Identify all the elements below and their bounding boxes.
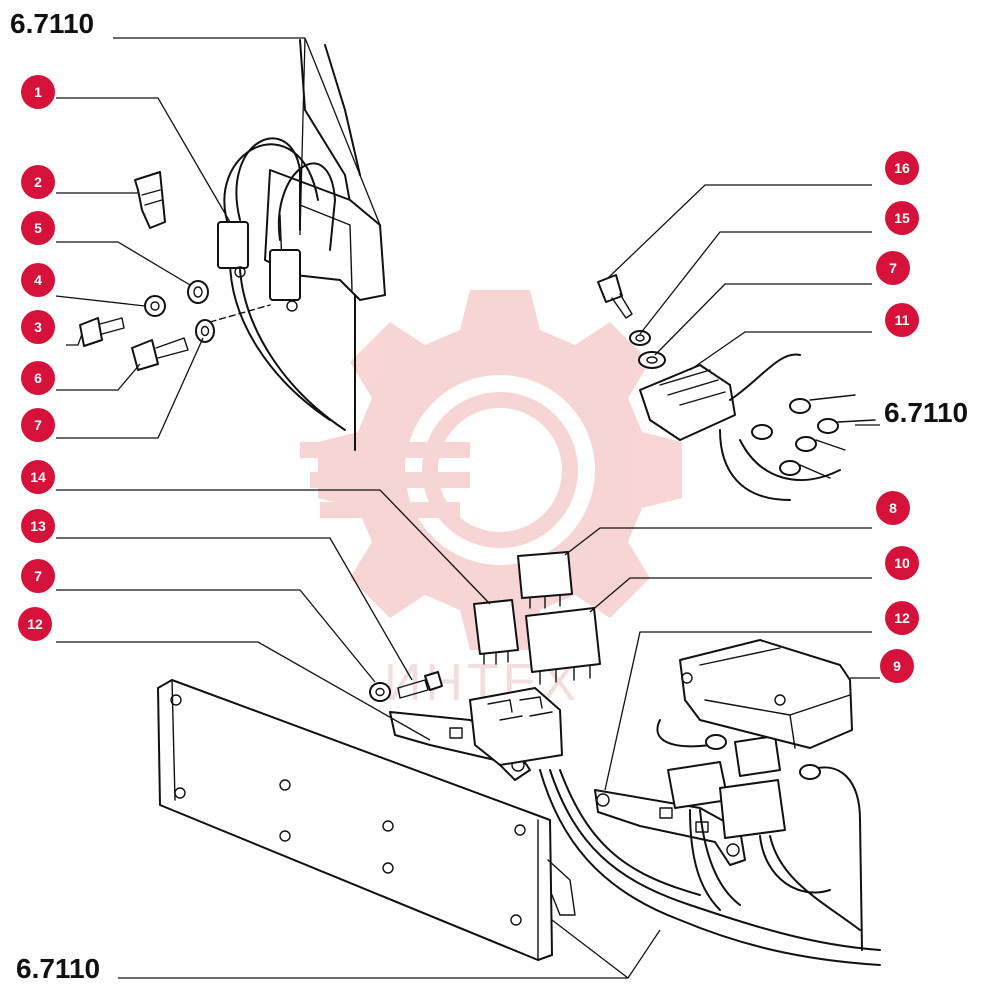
- callout-number: 6: [34, 370, 42, 386]
- callout-number: 11: [895, 312, 910, 328]
- callout-13: 13: [21, 509, 55, 543]
- callout-7c: 7: [876, 251, 910, 285]
- callout-7b: 7: [21, 559, 55, 593]
- callout-number: 1: [34, 84, 42, 100]
- callout-number: 12: [894, 610, 910, 626]
- relays: [369, 551, 601, 702]
- callout-15: 15: [885, 201, 919, 235]
- base-plate-assembly: [157, 639, 881, 966]
- callout-2: 2: [21, 165, 55, 199]
- top-bracket-assembly: [209, 39, 386, 451]
- right-connector-assembly: [597, 274, 876, 501]
- callout-number: 4: [34, 272, 42, 288]
- callout-number: 7: [34, 568, 42, 584]
- callout-badges: 1 2 5 4 3 6 7 14 13 7 12 16 15 7 11 8 10…: [18, 75, 919, 683]
- callout-9: 9: [880, 649, 914, 683]
- callout-14: 14: [21, 460, 55, 494]
- callout-number: 7: [889, 260, 897, 276]
- callout-number: 15: [894, 210, 910, 226]
- callout-7a: 7: [21, 408, 55, 442]
- callout-number: 8: [889, 500, 897, 516]
- callout-11: 11: [885, 303, 919, 337]
- left-hardware: [79, 171, 215, 371]
- ref-label-right: 6.7110: [884, 397, 968, 428]
- callout-number: 5: [34, 220, 42, 236]
- callout-number: 10: [894, 555, 910, 571]
- callout-12b: 12: [885, 601, 919, 635]
- ref-label-bottom-left: 6.7110: [16, 953, 100, 984]
- callout-10: 10: [885, 546, 919, 580]
- callout-leaders: [55, 97, 880, 791]
- callout-3: 3: [21, 310, 55, 344]
- callout-12a: 12: [18, 607, 52, 641]
- callout-number: 16: [894, 160, 910, 176]
- callout-number: 7: [34, 417, 42, 433]
- callout-number: 3: [34, 319, 42, 335]
- callout-number: 9: [893, 658, 901, 674]
- callout-number: 2: [34, 174, 42, 190]
- callout-6: 6: [21, 361, 55, 395]
- callout-4: 4: [21, 263, 55, 297]
- callout-8: 8: [876, 491, 910, 525]
- callout-5: 5: [21, 211, 55, 245]
- callout-1: 1: [21, 75, 55, 109]
- reference-labels: 6.7110 6.7110 6.7110: [10, 8, 968, 984]
- ref-label-top-left: 6.7110: [10, 8, 94, 39]
- callout-number: 14: [30, 469, 46, 485]
- callout-number: 13: [30, 518, 46, 534]
- watermark-gear-logo: ИНТЕХ: [300, 290, 682, 712]
- callout-number: 12: [27, 616, 43, 632]
- callout-16: 16: [885, 151, 919, 185]
